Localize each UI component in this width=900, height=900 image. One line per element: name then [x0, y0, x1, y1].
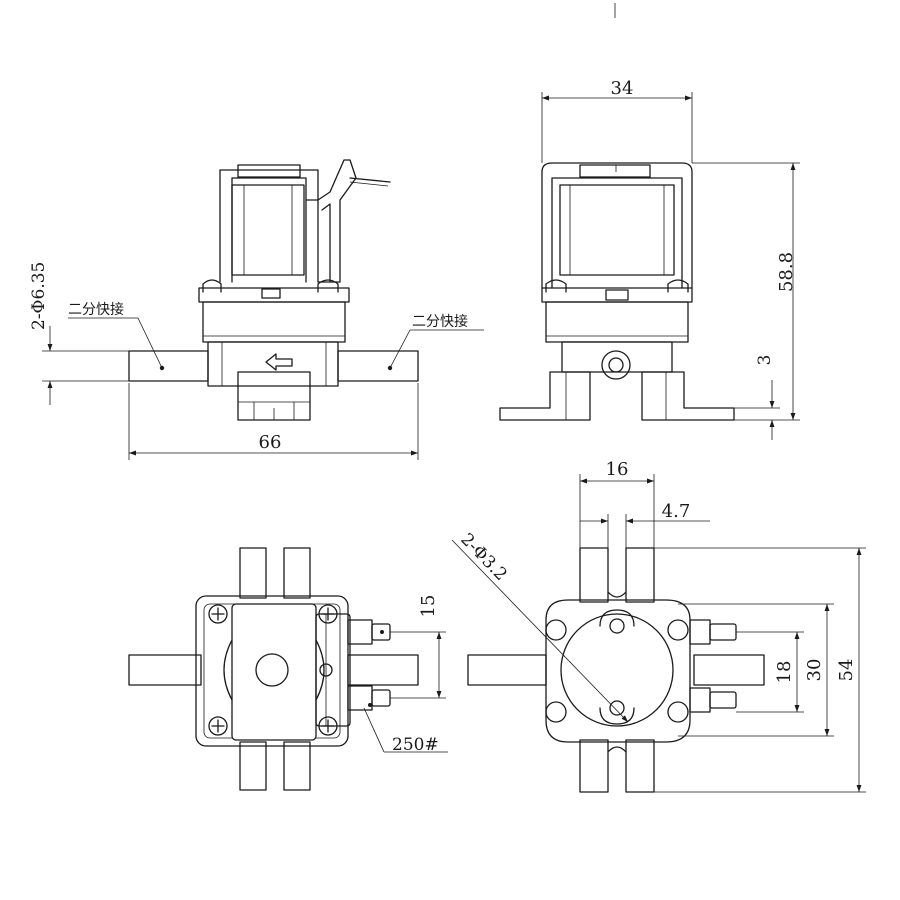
coil-housing: [231, 603, 317, 741]
right-fitting-label: 二分快接: [412, 313, 468, 330]
center-port: [255, 653, 289, 687]
port-inner: [608, 357, 624, 373]
left-arrow-icon: [265, 353, 293, 371]
side-view: [499, 92, 800, 440]
right-tube: [337, 350, 419, 382]
side-bracket: [541, 162, 693, 289]
dim-54-label: 54: [836, 659, 857, 682]
dim-18-label: 18: [774, 661, 795, 684]
mount-hole: [609, 700, 625, 716]
dim-15-label: 15: [418, 595, 439, 618]
side-coil: [559, 184, 675, 276]
screw-icon: [208, 604, 228, 624]
bottom-view-right: [451, 474, 866, 793]
screw-icon: [208, 716, 228, 736]
center-disc: [560, 613, 674, 727]
front-view: [42, 159, 484, 460]
dim-4-7-label: 4.7: [662, 501, 691, 522]
dim-16-label: 16: [606, 459, 629, 480]
dim-3-label: 3: [755, 355, 775, 366]
flange: [545, 599, 691, 743]
left-arm: [467, 654, 547, 686]
bottom-view-left: [128, 547, 448, 791]
dim-30-label: 30: [804, 659, 825, 682]
terminal-lower: [347, 685, 373, 711]
flow-section: [207, 341, 339, 387]
port-outer: [601, 350, 631, 380]
coil-connector: [305, 159, 357, 283]
coil-bracket: [219, 169, 319, 283]
terminal-upper: [347, 619, 373, 645]
lead-wire: [349, 177, 391, 183]
mount-hole: [609, 618, 625, 634]
left-tube: [128, 350, 209, 382]
dim-58-8-label: 58.8: [776, 252, 797, 292]
coil-body: [231, 184, 305, 276]
left-foot: [499, 371, 591, 421]
terminal-size-label: 250#: [392, 735, 439, 755]
left-fitting-label: 二分快接: [68, 301, 124, 318]
left-arm: [128, 654, 202, 686]
terminal-lower: [709, 691, 737, 709]
dim-66-label: 66: [259, 432, 282, 453]
dim-tube-dia-label: 2-Φ6.35: [29, 262, 49, 330]
right-foot: [641, 371, 735, 421]
terminal-upper: [709, 623, 737, 641]
dim-34-label: 34: [611, 78, 634, 99]
dim-hole-dia-label: 2-Φ3.2: [456, 530, 510, 585]
